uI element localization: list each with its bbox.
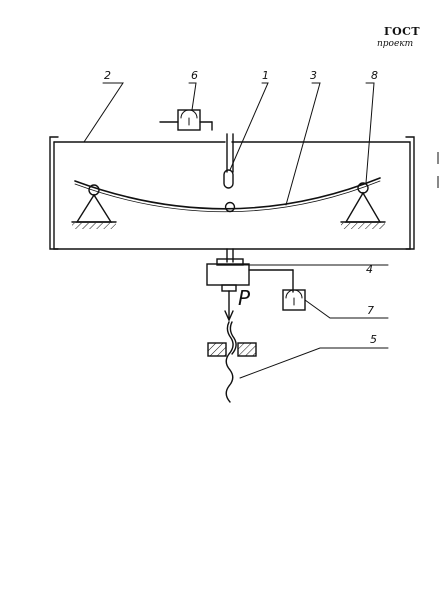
force-label: P	[238, 286, 251, 310]
label-5: 5	[370, 333, 377, 346]
label-3: 3	[310, 69, 317, 82]
cable	[225, 321, 237, 403]
label-7: 7	[367, 304, 374, 317]
leader-lines	[83, 82, 389, 379]
force-arrow	[224, 290, 234, 322]
frame	[49, 136, 415, 250]
label-8: 8	[371, 69, 378, 82]
indicator-gauge-6	[159, 109, 213, 131]
status-label: проект	[377, 39, 414, 49]
label-2: 2	[104, 69, 111, 82]
displacement-sensor	[223, 133, 236, 213]
left-support	[71, 184, 117, 229]
load-cell-assembly	[206, 248, 306, 311]
right-support	[340, 182, 386, 229]
label-6: 6	[191, 69, 198, 82]
label-1: 1	[262, 69, 269, 82]
sample-beam	[74, 177, 381, 213]
clamp	[207, 342, 257, 357]
label-4: 4	[366, 263, 373, 276]
standard-title: ГОСТ	[384, 25, 421, 38]
